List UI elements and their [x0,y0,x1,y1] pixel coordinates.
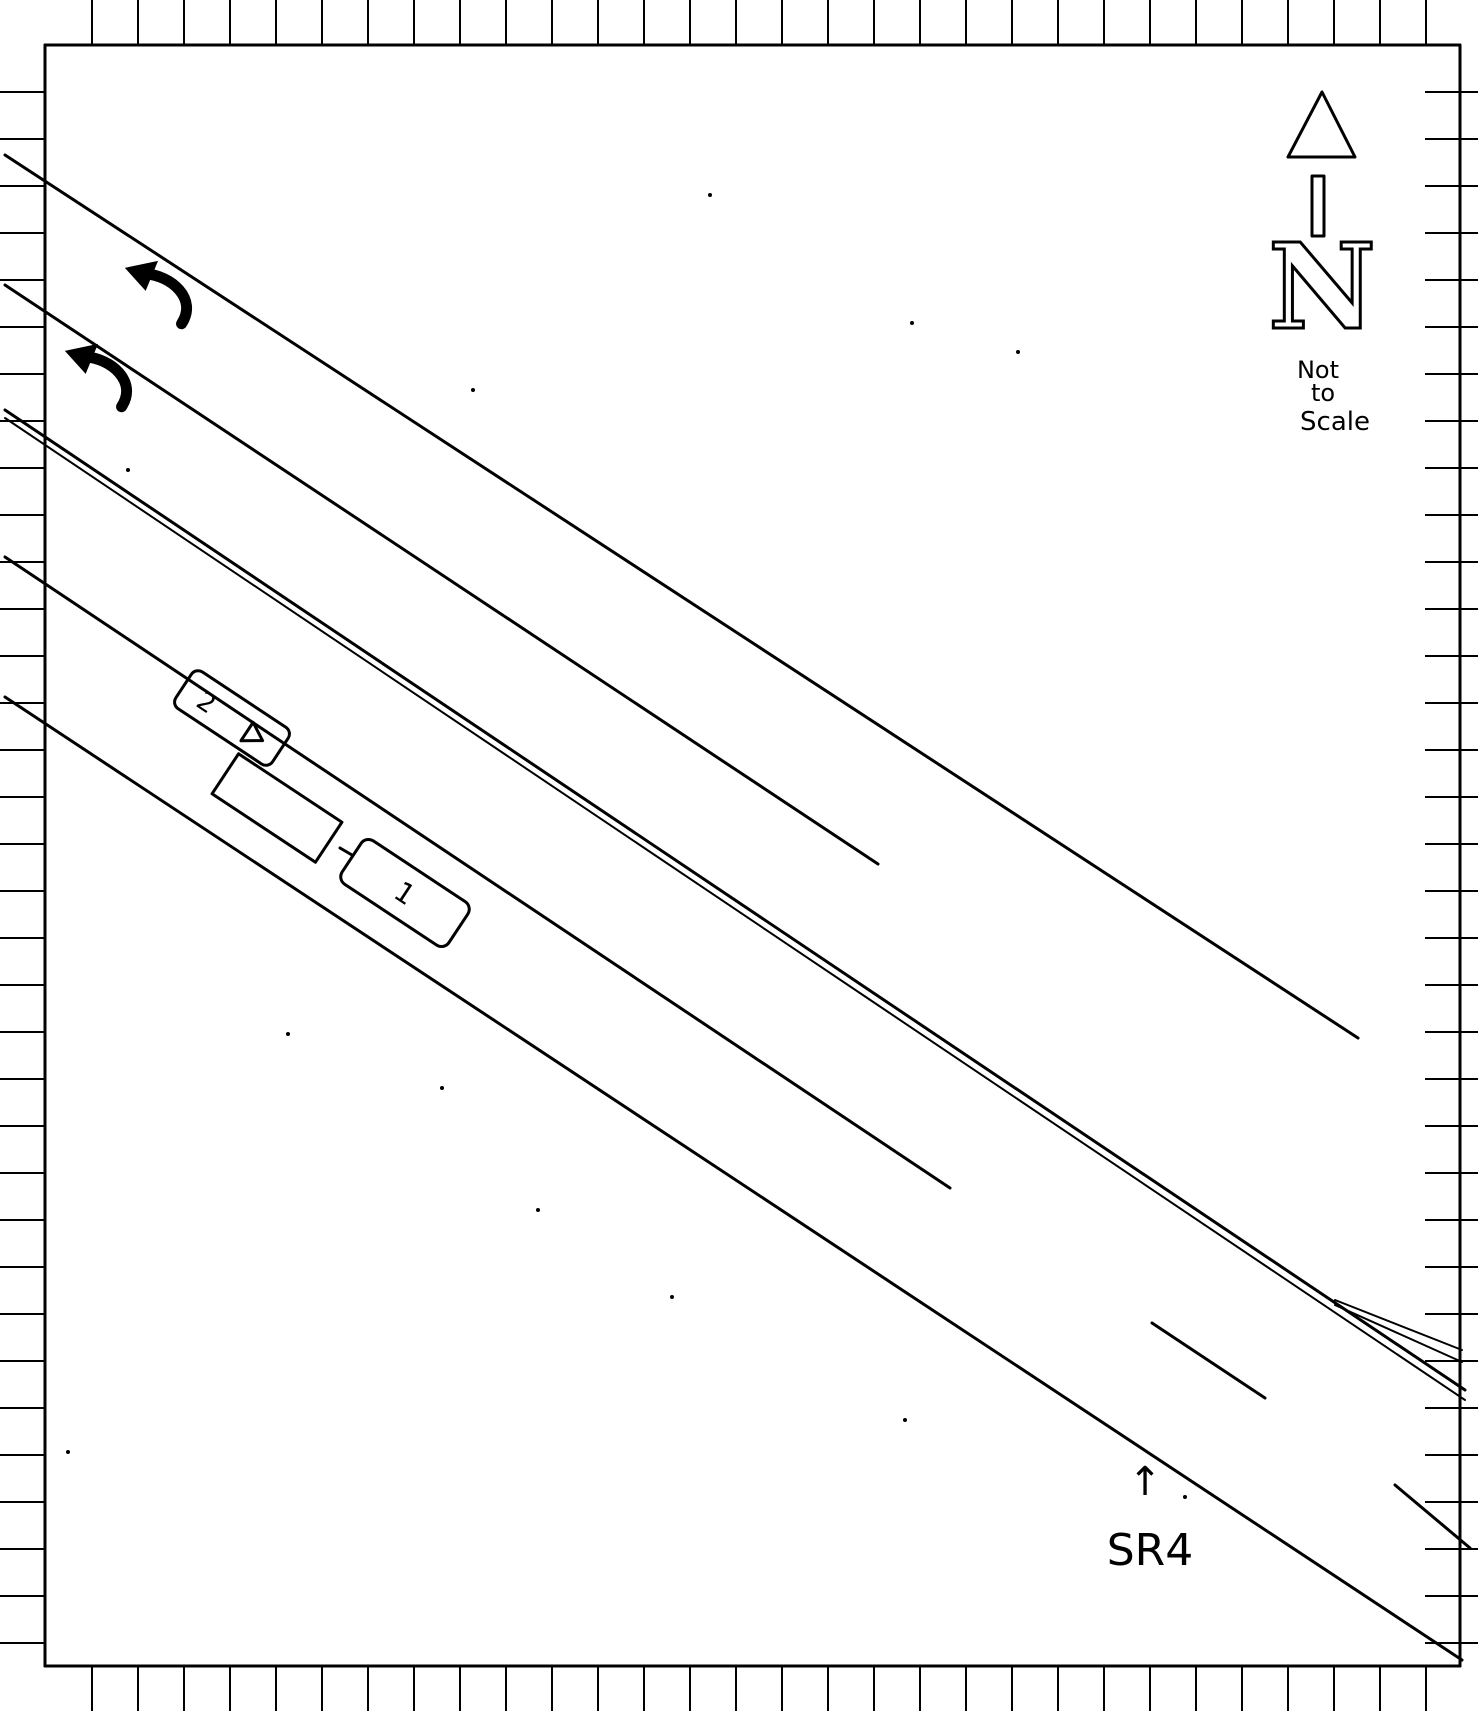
median-line-b [4,417,1466,1401]
median-line-a [3,408,1467,1392]
side-road-edge [1393,1483,1472,1550]
road-edge-north [3,153,1360,1040]
lane-line [3,283,880,866]
road-pointer: ↑ [1128,1459,1162,1505]
vehicle-1-hitch [338,846,354,857]
side-road-edge [1334,1304,1463,1363]
vehicle-1: 1 [339,837,471,949]
north-shaft-icon [1310,174,1326,238]
road-name: SR4 [1107,1525,1194,1576]
vehicle-2-label: 2 [191,686,221,720]
vehicle-2: 2 [173,669,291,767]
road-label: ↑ SR4 [1107,1459,1194,1576]
top-grid-ticks [91,0,1427,45]
scale-note-line-2: to [1311,379,1335,407]
scale-note-line-1: Not [1297,356,1339,384]
vehicle-1-trailer [210,752,344,864]
road-edge-south [3,695,1464,1662]
scan-specks [66,193,1187,1499]
scale-note-line-3: Scale [1300,407,1370,437]
curved-left-arrow [64,343,133,413]
left-grid-ticks [0,91,45,1644]
north-triangle-icon [1286,90,1357,159]
bottom-grid-ticks [91,1666,1427,1711]
scale-note: Not to Scale [1297,356,1370,437]
lane-line [3,555,952,1190]
north-letter: N [1268,217,1376,356]
vehicle-1-label: 1 [388,875,421,912]
roadway [3,153,1472,1662]
curved-left-arrow [124,260,193,330]
north-arrow: N [1267,90,1377,358]
side-road-edge [1334,1299,1463,1351]
lane-line [1150,1321,1267,1400]
right-grid-ticks [1425,91,1478,1644]
